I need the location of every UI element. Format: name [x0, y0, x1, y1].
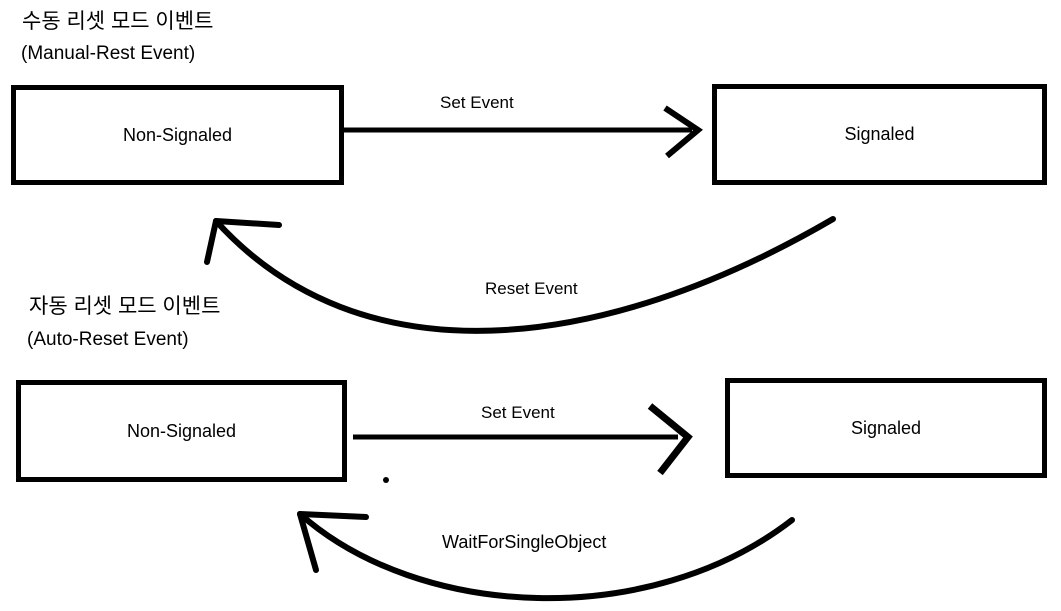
manual-section-title-english: (Manual-Rest Event)	[21, 43, 196, 64]
set-event-arrow-auto	[353, 403, 693, 476]
manual-signaled-state-box: Signaled	[712, 84, 1047, 185]
reset-event-curve-arrow	[204, 216, 836, 334]
auto-non-signaled-label: Non-Signaled	[126, 420, 237, 441]
manual-signaled-label: Signaled	[844, 124, 915, 144]
auto-section-title-korean: 자동 리셋 모드 이벤트	[29, 295, 221, 318]
manual-reset-event-label: Reset Event	[485, 279, 578, 298]
auto-signaled-label: Signaled	[850, 417, 922, 438]
manual-set-event-label: Set Event	[440, 93, 514, 112]
auto-non-signaled-state-box: Non-Signaled	[16, 380, 347, 482]
auto-set-event-label: Set Event	[481, 403, 555, 422]
wait-for-single-object-curve-arrow	[297, 511, 795, 601]
stray-dot-mark	[383, 477, 389, 483]
auto-signaled-state-box: Signaled	[725, 378, 1047, 478]
manual-non-signaled-state-box: Non-Signaled	[11, 85, 344, 185]
manual-section-title-korean: 수동 리셋 모드 이벤트	[22, 10, 214, 33]
wait-for-single-object-label: WaitForSingleObject	[442, 532, 607, 552]
manual-non-signaled-label: Non-Signaled	[122, 124, 233, 145]
auto-section-title-english: (Auto-Reset Event)	[27, 329, 189, 350]
set-event-arrow-manual	[344, 105, 703, 159]
